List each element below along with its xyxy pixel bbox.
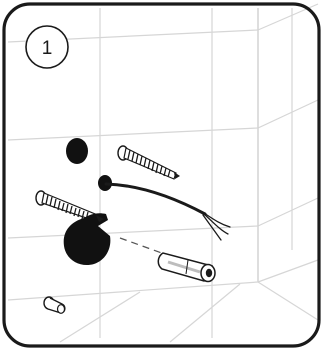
floor-line: [59, 291, 141, 343]
upper-hole: [66, 138, 88, 164]
floor-line: [257, 259, 319, 283]
lower-hole: [63, 213, 111, 266]
small-plug-part: [43, 296, 66, 314]
floor-line: [169, 283, 241, 343]
rounded-frame: [2, 2, 321, 348]
upper-screw: [117, 145, 180, 180]
floor-line: [257, 281, 319, 321]
dowel-opening: [205, 268, 213, 278]
grout-line: [257, 99, 319, 129]
screw-threads: [45, 194, 89, 221]
step-circle: [25, 25, 69, 69]
screw-threads: [127, 149, 171, 178]
step-badge: 1: [25, 25, 69, 69]
wall-plug-dowel: [157, 252, 216, 283]
small-plug-end: [56, 304, 66, 314]
step-number: 1: [42, 38, 53, 59]
grout-line: [7, 225, 259, 239]
screw-tip: [96, 215, 104, 222]
grout-line: [7, 127, 259, 141]
dowel-shade: [167, 260, 201, 274]
screw-tip: [174, 172, 180, 179]
grout-line: [257, 197, 319, 227]
guide-line: [119, 237, 171, 257]
floor-line: [7, 281, 259, 301]
electrical-cable: [104, 182, 231, 241]
dowel-rib: [185, 259, 189, 275]
